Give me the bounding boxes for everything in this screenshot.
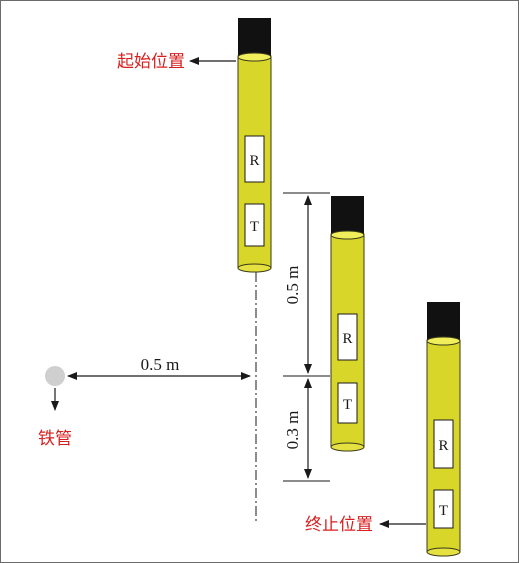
probe-cap — [238, 18, 271, 56]
probe-start: R T — [237, 18, 272, 273]
receiver-box — [244, 135, 265, 183]
vertical-dimension-upper-label: 0.5 m — [283, 266, 302, 305]
transmitter-label: T — [250, 219, 259, 235]
iron-pipe-label: 铁管 — [38, 429, 72, 449]
transmitter-box — [337, 382, 358, 424]
iron-pipe-circle — [45, 366, 65, 386]
receiver-box — [337, 313, 358, 361]
receiver-label: R — [438, 438, 448, 454]
start-position-label: 起始位置 — [117, 52, 185, 72]
probe-bottom-ellipse — [330, 442, 365, 452]
receiver-box — [433, 419, 454, 469]
probe-cap — [427, 302, 460, 340]
probe-bottom-ellipse — [426, 547, 461, 557]
receiver-label: R — [342, 331, 352, 347]
probe-top-ellipse — [330, 230, 365, 240]
probe-cap — [331, 196, 364, 234]
vertical-dimension-lower-label: 0.3 m — [283, 411, 302, 450]
probe-bottom-ellipse — [237, 263, 272, 273]
horizontal-dimension-label: 0.5 m — [141, 355, 180, 374]
end-position-label: 终止位置 — [305, 515, 373, 535]
transmitter-box — [433, 489, 454, 529]
probe-top-ellipse — [237, 52, 272, 62]
transmitter-label: T — [343, 397, 352, 413]
probe-middle: R T — [330, 196, 365, 452]
probe-end: R T — [426, 302, 461, 557]
transmitter-label: T — [439, 503, 448, 519]
probe-top-ellipse — [426, 336, 461, 346]
transmitter-box — [244, 203, 265, 247]
receiver-label: R — [249, 153, 259, 169]
